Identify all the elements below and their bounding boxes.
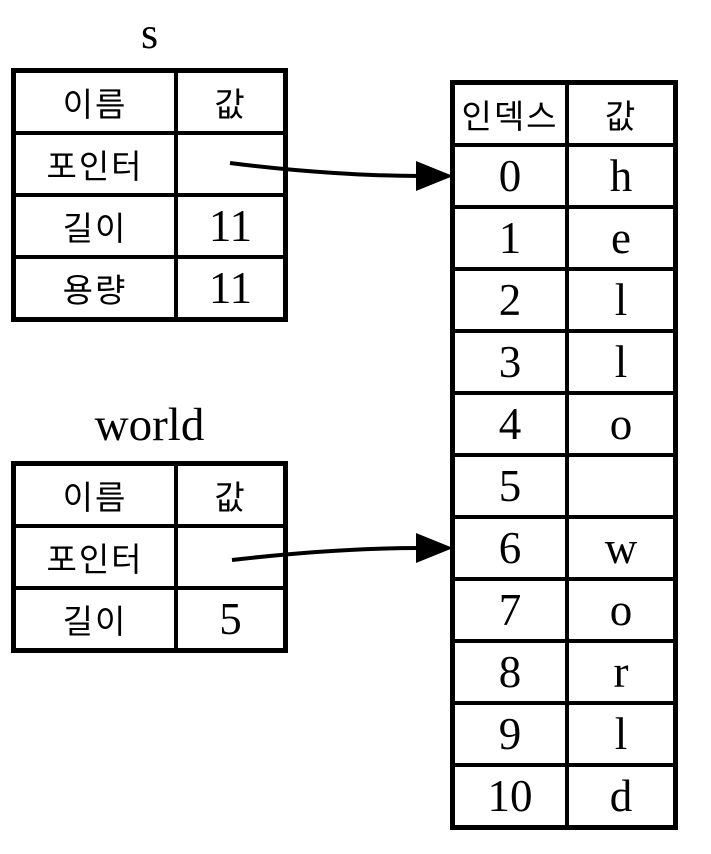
s-struct-table: 이름 값 포인터 길이 11 용량 11 [11, 68, 288, 322]
index-cell: 6 [453, 517, 567, 579]
char-cell: o [567, 393, 675, 455]
char-cell [567, 455, 675, 517]
table-row: 0 h [453, 145, 675, 207]
field-value-cell [176, 526, 285, 588]
table-row: 9 l [453, 703, 675, 765]
table-row: 2 l [453, 269, 675, 331]
s-struct-title: s [140, 9, 159, 58]
table-row: 5 [453, 455, 675, 517]
table-row: 4 o [453, 393, 675, 455]
index-cell: 1 [453, 207, 567, 269]
table-row: 포인터 [14, 133, 285, 195]
index-cell: 8 [453, 641, 567, 703]
heap-rows: 0 h 1 e 2 l 3 l 4 [453, 145, 675, 827]
column-header-value: 값 [176, 464, 285, 526]
table-row: 길이 5 [14, 588, 285, 650]
index-cell: 10 [453, 765, 567, 827]
index-cell: 3 [453, 331, 567, 393]
table-row: 6 w [453, 517, 675, 579]
char-cell: l [567, 269, 675, 331]
column-header-name: 이름 [14, 464, 176, 526]
index-cell: 0 [453, 145, 567, 207]
table-row: 1 e [453, 207, 675, 269]
s-struct-rows: 포인터 길이 11 용량 11 [14, 133, 285, 319]
table-row: 3 l [453, 331, 675, 393]
world-slice-table: 이름 값 포인터 길이 5 [11, 461, 288, 653]
char-cell: o [567, 579, 675, 641]
table-row: 포인터 [14, 526, 285, 588]
index-cell: 4 [453, 393, 567, 455]
index-cell: 7 [453, 579, 567, 641]
world-slice-title: world [94, 399, 205, 451]
field-name-cell: 포인터 [14, 133, 176, 195]
table-row: 용량 11 [14, 257, 285, 319]
heap-index-table: 인덱스 값 0 h 1 e 2 l [450, 80, 678, 830]
field-value-cell: 11 [176, 257, 285, 319]
table-header-row: 이름 값 [14, 464, 285, 526]
char-cell: e [567, 207, 675, 269]
field-value-cell [176, 133, 285, 195]
index-cell: 9 [453, 703, 567, 765]
field-name-cell: 용량 [14, 257, 176, 319]
char-cell: l [567, 331, 675, 393]
index-cell: 2 [453, 269, 567, 331]
world-slice-rows: 포인터 길이 5 [14, 526, 285, 650]
column-header-name: 이름 [14, 71, 176, 133]
field-value-cell: 11 [176, 195, 285, 257]
column-header-value: 값 [176, 71, 285, 133]
table-header-row: 이름 값 [14, 71, 285, 133]
field-name-cell: 포인터 [14, 526, 176, 588]
table-row: 7 o [453, 579, 675, 641]
table-row: 길이 11 [14, 195, 285, 257]
field-value-cell: 5 [176, 588, 285, 650]
char-cell: w [567, 517, 675, 579]
field-name-cell: 길이 [14, 195, 176, 257]
field-name-cell: 길이 [14, 588, 176, 650]
char-cell: h [567, 145, 675, 207]
char-cell: l [567, 703, 675, 765]
table-row: 10 d [453, 765, 675, 827]
table-row: 8 r [453, 641, 675, 703]
index-cell: 5 [453, 455, 567, 517]
char-cell: r [567, 641, 675, 703]
table-header-row: 인덱스 값 [453, 83, 675, 145]
column-header-value: 값 [567, 83, 675, 145]
column-header-index: 인덱스 [453, 83, 567, 145]
char-cell: d [567, 765, 675, 827]
